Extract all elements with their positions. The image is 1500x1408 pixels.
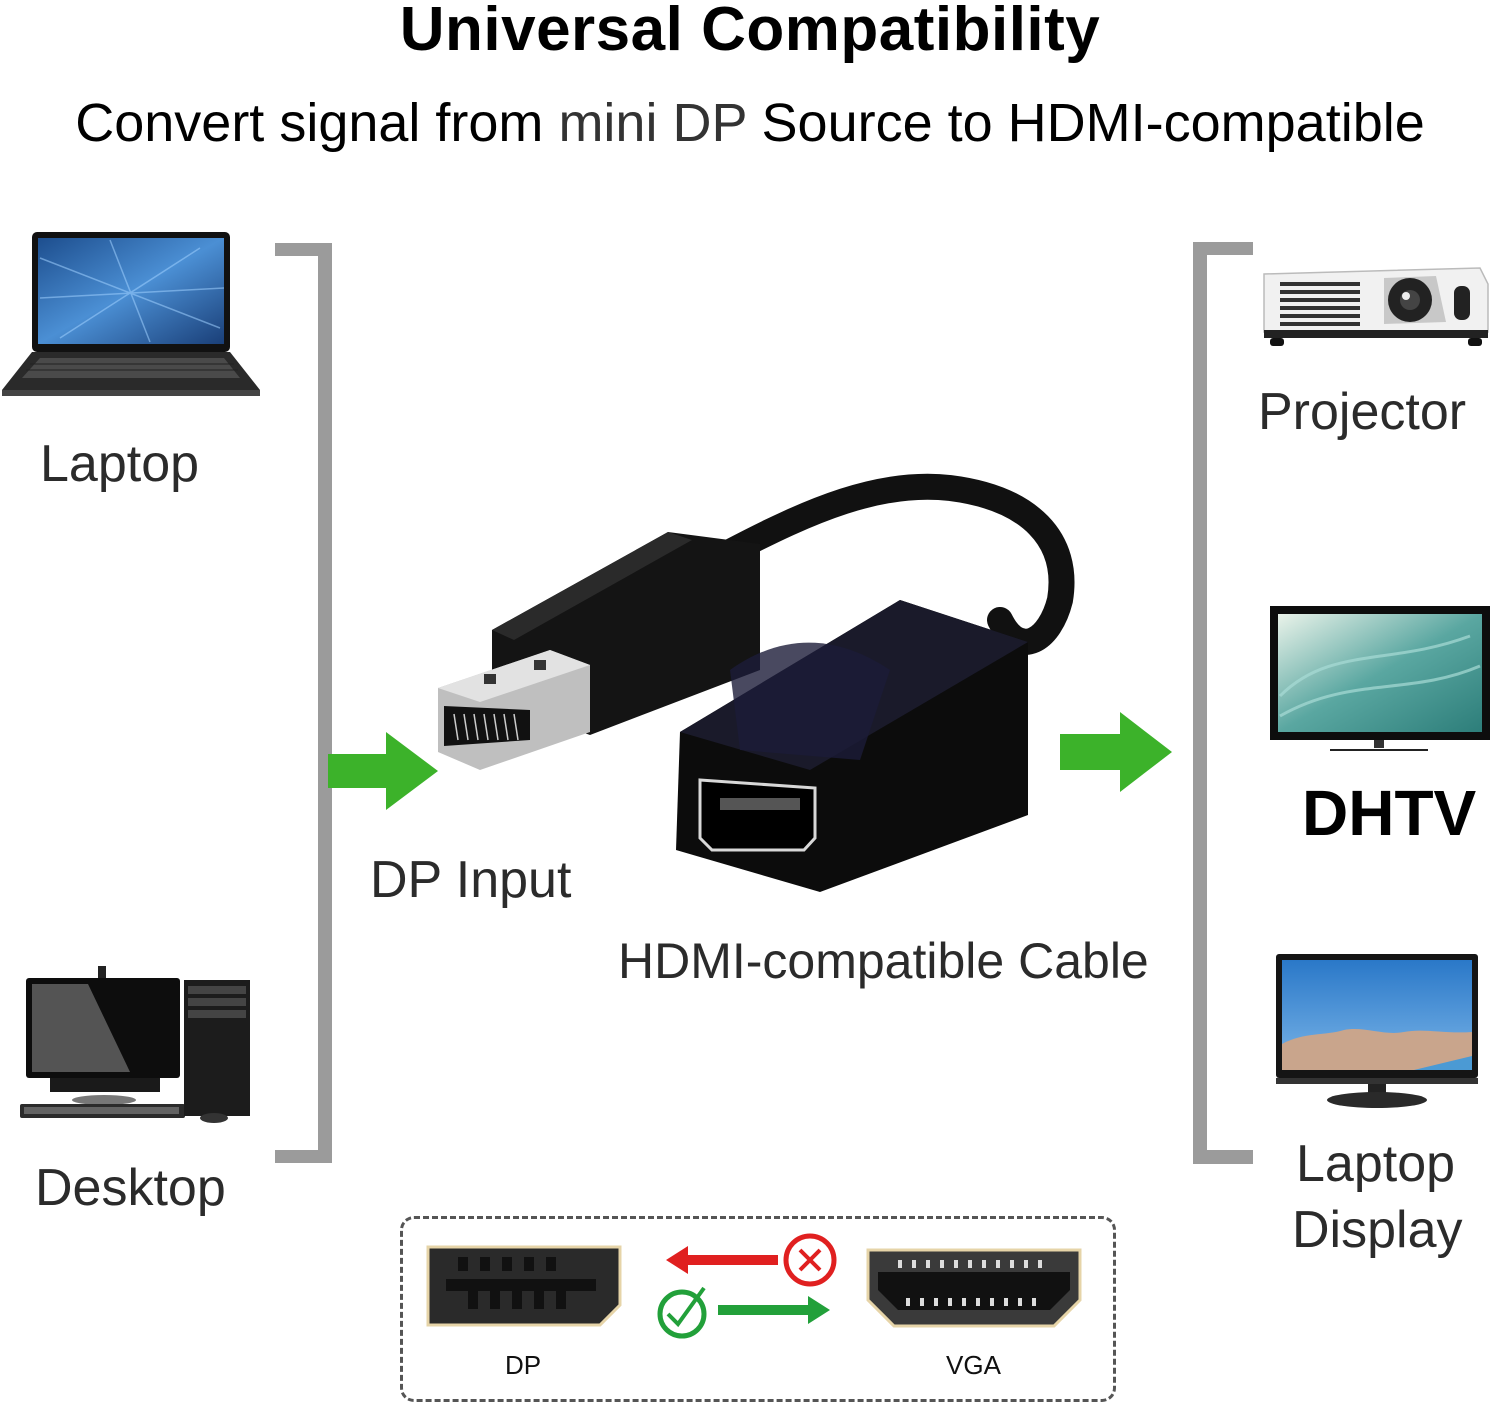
dp-port-icon bbox=[424, 1243, 626, 1329]
page-subtitle: Convert signal from mini DP Source to HD… bbox=[0, 92, 1500, 154]
subtitle-part-2: mini DP bbox=[558, 93, 747, 153]
source-label-desktop: Desktop bbox=[35, 1159, 226, 1217]
output-arrow-icon bbox=[1060, 712, 1174, 792]
right-bracket-top bbox=[1193, 242, 1253, 255]
output-label-laptop-display-line2: Display bbox=[1292, 1201, 1463, 1259]
port-label-dp: DP bbox=[505, 1350, 542, 1380]
desktop-computer-icon bbox=[18, 962, 254, 1130]
left-bracket-bottom bbox=[275, 1150, 332, 1163]
reject-x-icon bbox=[782, 1232, 838, 1288]
port-label-vga: VGA bbox=[946, 1350, 1001, 1380]
hdmi-port-icon bbox=[864, 1246, 1084, 1330]
left-bracket-vertical bbox=[318, 243, 332, 1163]
projector-icon bbox=[1260, 262, 1490, 348]
laptop-icon bbox=[0, 228, 262, 400]
output-label-projector: Projector bbox=[1258, 383, 1467, 441]
dp-to-hdmi-adapter-image bbox=[430, 470, 1090, 900]
monitor-icon bbox=[1274, 952, 1480, 1110]
right-bracket-bottom bbox=[1193, 1150, 1253, 1164]
hdmi-cable-label: HDMI-compatible Cable bbox=[618, 933, 1149, 989]
source-label-laptop: Laptop bbox=[40, 435, 200, 493]
left-bracket-top bbox=[275, 243, 332, 256]
tv-icon bbox=[1270, 606, 1492, 756]
dp-input-label: DP Input bbox=[370, 851, 572, 909]
output-label-dhtv: DHTV bbox=[1302, 777, 1477, 849]
input-arrow-icon bbox=[328, 732, 440, 810]
accept-arrow-icon bbox=[718, 1296, 830, 1324]
page-title: Universal Compatibility bbox=[399, 0, 1101, 64]
subtitle-part-3: Source to HDMI-compatible bbox=[761, 93, 1425, 153]
subtitle-part-1: Convert signal from bbox=[75, 93, 544, 153]
output-label-laptop-display-line1: Laptop bbox=[1296, 1135, 1456, 1193]
compatibility-box bbox=[400, 1216, 1116, 1402]
accept-check-icon bbox=[656, 1284, 712, 1340]
reject-arrow-icon bbox=[666, 1246, 778, 1274]
right-bracket-vertical bbox=[1193, 242, 1207, 1164]
